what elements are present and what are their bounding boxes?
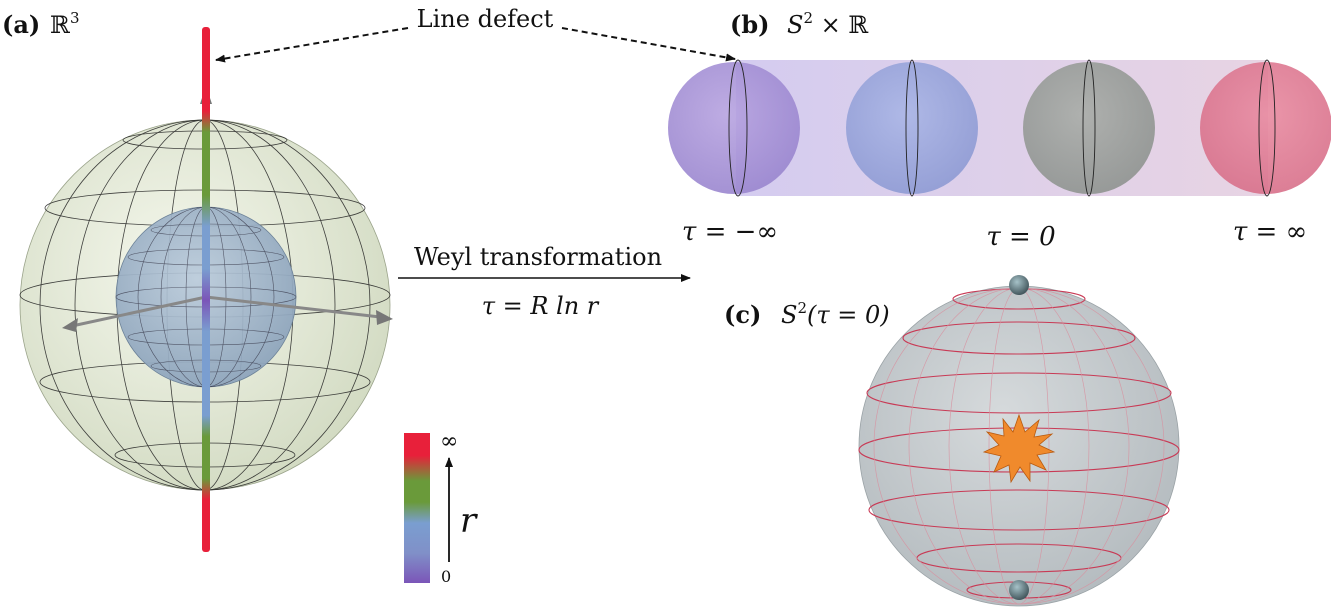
tau-right-label: τ = ∞ (1233, 217, 1307, 247)
panel-c-space-tail: (τ = 0) (807, 301, 890, 329)
sphere-tau-mid-left (846, 62, 978, 194)
annotations: Line defect Weyl transformation τ = R ln… (215, 5, 736, 320)
panel-a-space: ℝ3 (50, 9, 80, 39)
panel-b-space-tail: × ℝ (813, 11, 869, 39)
colorbar-bottom-label: 0 (441, 567, 451, 586)
weyl-formula: τ = R ln r (482, 292, 600, 320)
panel-c: (c) S2(τ = 0) (724, 275, 1180, 607)
panel-b-tag: (b) (730, 10, 770, 39)
panel-a-space-exp: 3 (70, 9, 80, 27)
defect-star (982, 413, 1056, 484)
sphere-tau-neg-inf (668, 62, 800, 194)
north-pole-ball (1009, 275, 1029, 295)
colorbar-top-label: ∞ (440, 429, 458, 454)
weyl-label: Weyl transformation (414, 243, 662, 271)
panel-b-space-exp: 2 (803, 9, 813, 27)
panel-b-space: S2 × ℝ (787, 9, 869, 39)
panel-c-space-base: S (781, 301, 797, 329)
panel-c-space: S2(τ = 0) (781, 299, 890, 329)
panel-b: (b) S2 × ℝ τ = −∞ τ = 0 τ = ∞ (668, 9, 1331, 252)
tau-mid-label: τ = 0 (986, 222, 1055, 252)
line-defect-arrow-right (561, 27, 736, 62)
line-defect (202, 27, 210, 552)
south-pole-ball (1009, 580, 1029, 600)
cylinder-tube (736, 60, 1268, 196)
cylinder-rings (728, 59, 1276, 197)
sphere-tau-zero (1023, 62, 1155, 194)
panel-c-space-exp: 2 (797, 299, 807, 317)
line-defect-label: Line defect (417, 5, 554, 33)
panel-a: (a) ℝ3 (2, 9, 478, 586)
panel-b-space-base: S (787, 11, 803, 39)
sphere-tau-inf (1200, 62, 1331, 194)
panel-a-space-base: ℝ (50, 11, 71, 39)
colorbar-variable: r (460, 501, 478, 541)
tau-left-label: τ = −∞ (682, 217, 778, 247)
panel-a-tag: (a) (2, 10, 40, 39)
line-defect-arrow-left (215, 27, 409, 63)
panel-c-tag: (c) (724, 300, 761, 329)
colorbar: ∞ 0 r (404, 429, 478, 586)
colorbar-strip (404, 433, 430, 583)
